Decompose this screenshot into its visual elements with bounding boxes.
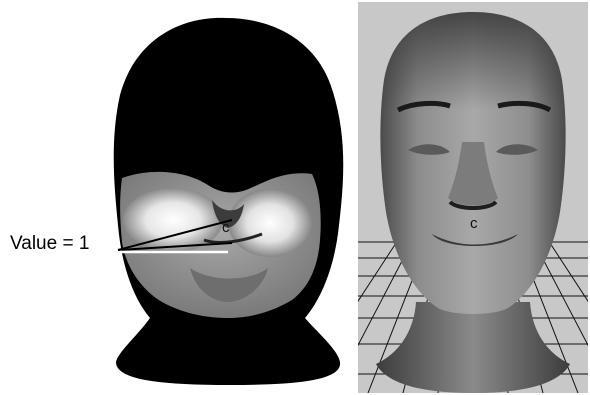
callout-label: Value = 1 [10,233,89,255]
right-cheek-highlight [228,189,312,257]
mouth-marker-right: c [470,215,478,232]
weight-map-view: c Value = 1 [0,0,352,395]
viewport-render: c [358,2,588,393]
viewport-3d: c [358,2,588,393]
neck [376,302,570,393]
weight-map-head: c [0,0,352,395]
